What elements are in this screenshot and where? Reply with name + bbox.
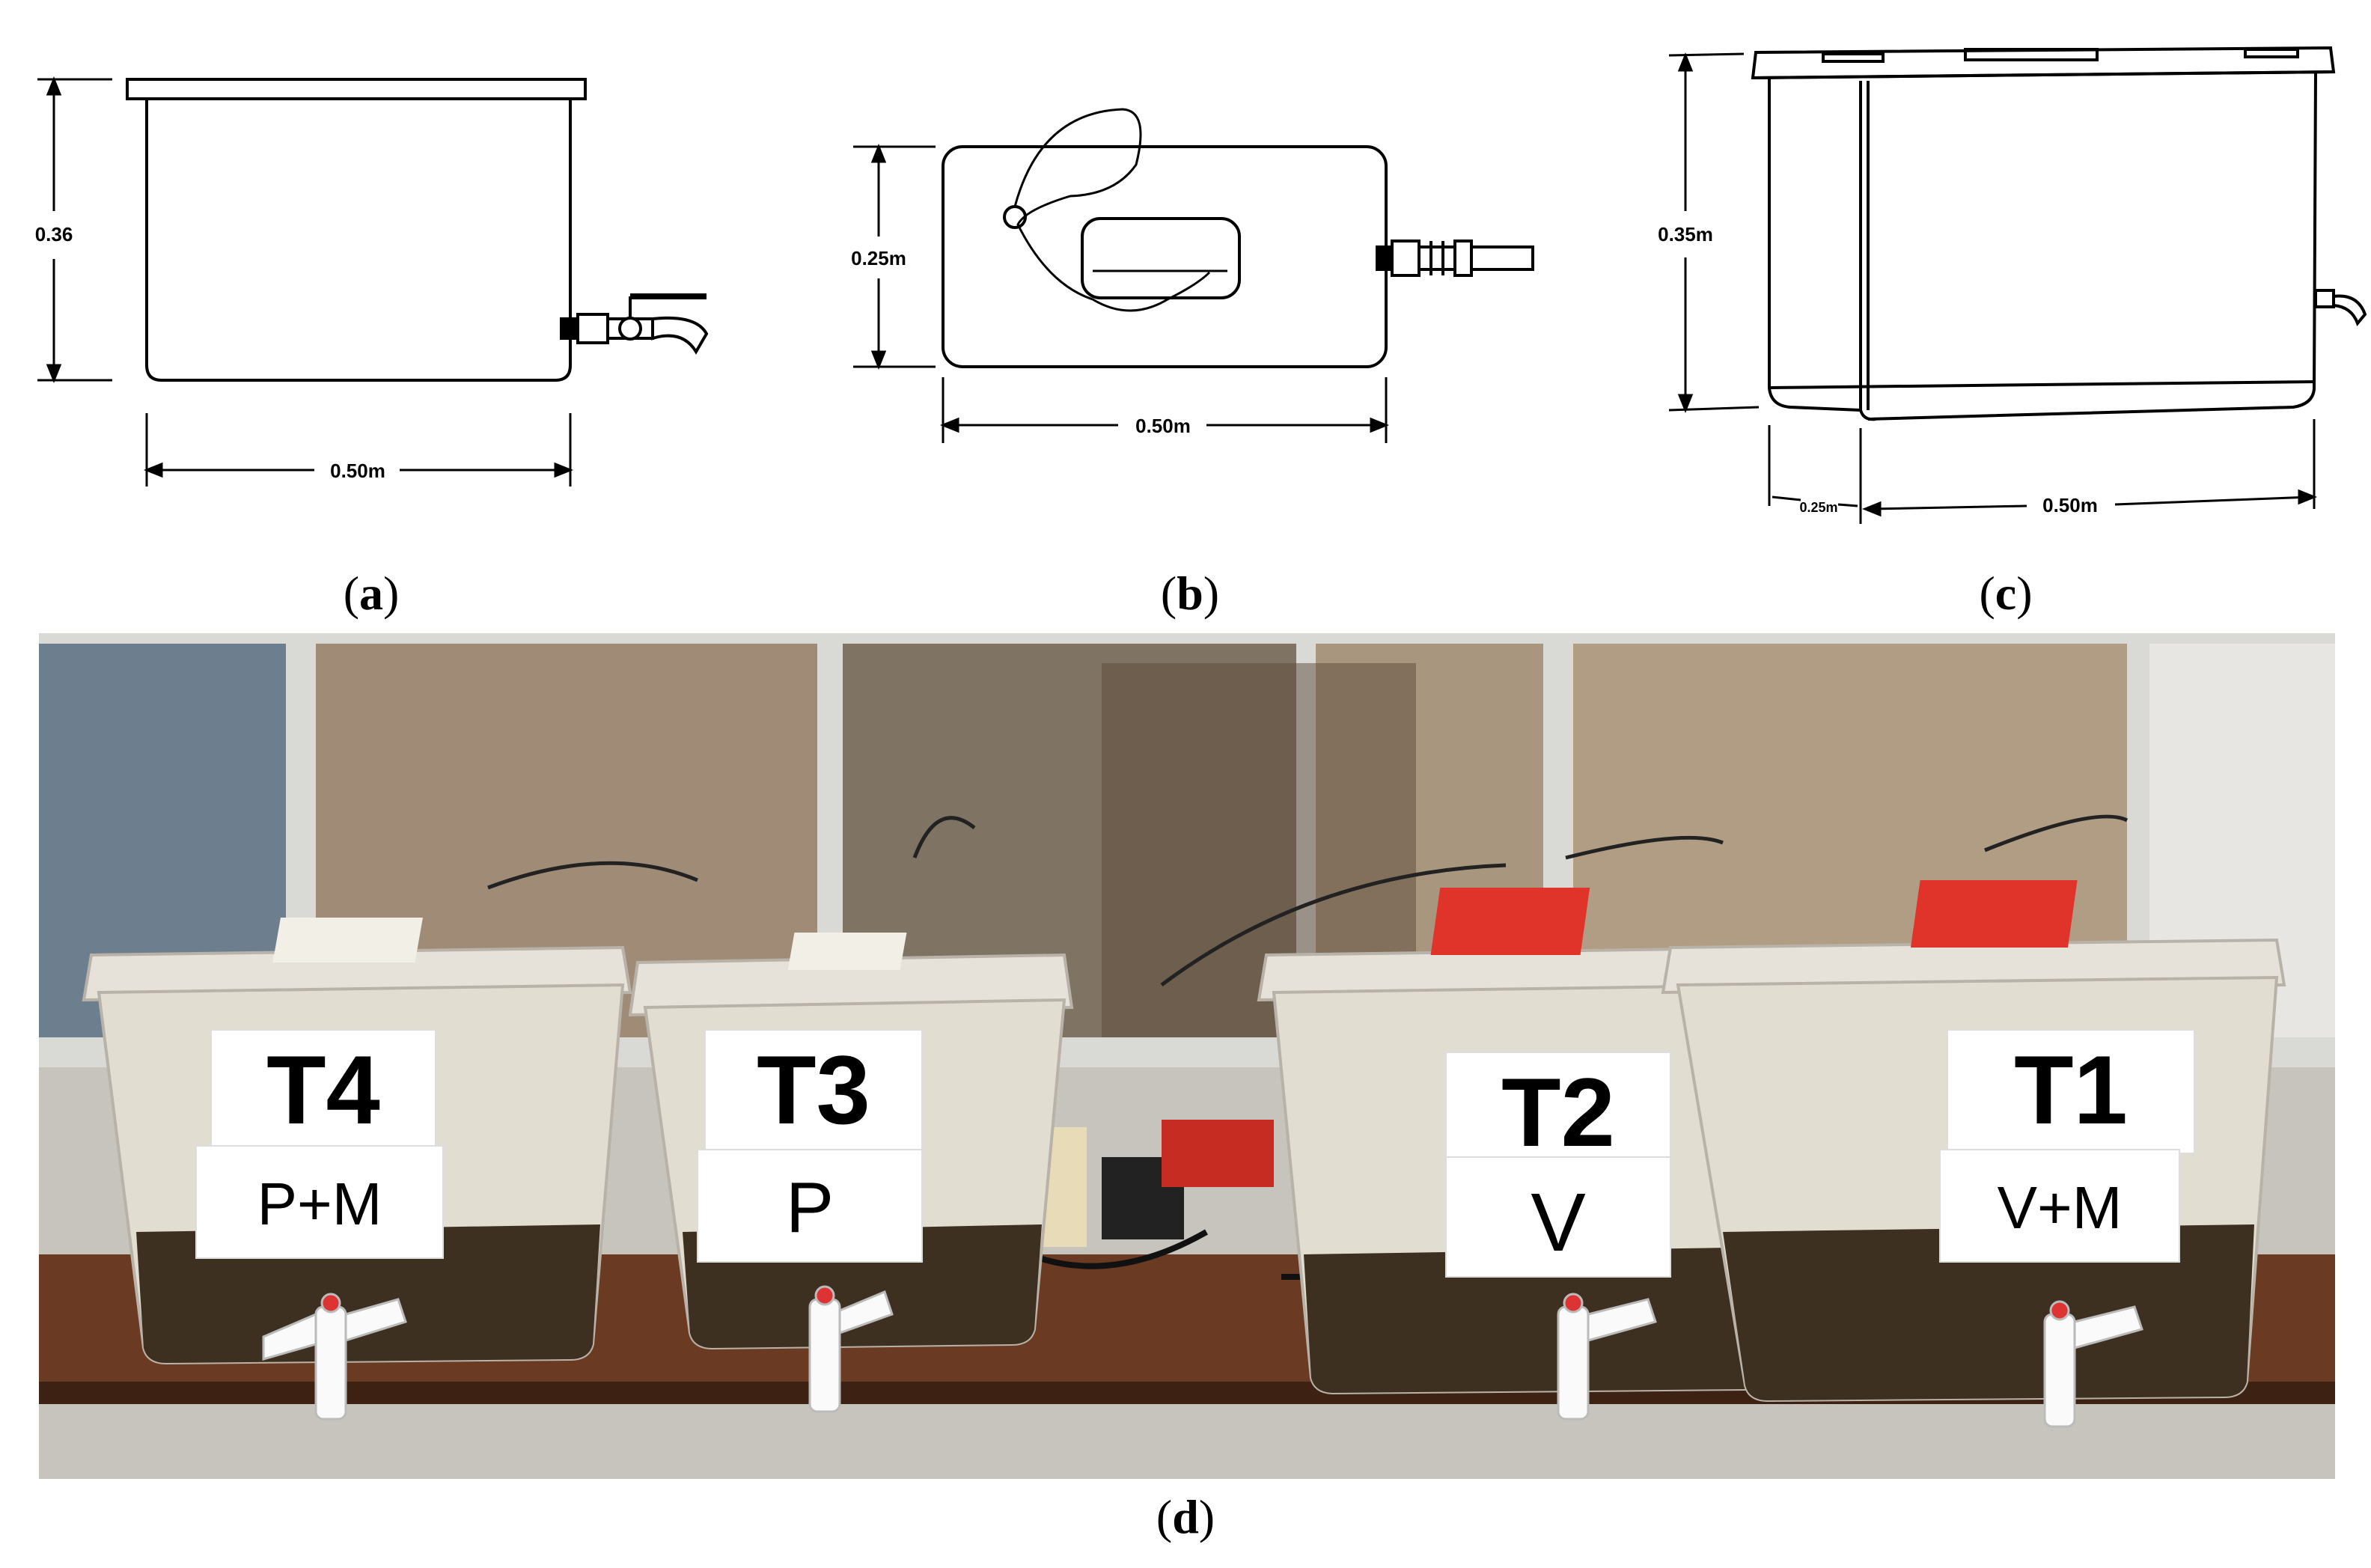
- width-label: 0.50m: [330, 460, 385, 482]
- tap-icon: [560, 293, 709, 355]
- bin-body: [145, 99, 572, 382]
- cable-hole: [1003, 205, 1027, 229]
- label-card-t1: T1 V+M: [1939, 1029, 2195, 1263]
- width-dimension: [1861, 419, 2318, 517]
- depth-label: 0.25m: [851, 247, 906, 269]
- bin-3d: [1751, 46, 2336, 421]
- label-card-t2: T2 V: [1445, 1052, 1671, 1278]
- photo-illustration: T4 P+M T3 P T2 V T1 V+M: [39, 633, 2335, 1479]
- tap-icon: [808, 1285, 894, 1413]
- tap-icon: [1557, 1293, 1657, 1421]
- panel-a-side-view: 0.36 0.50m (a): [0, 0, 793, 629]
- bin-id-label: T2: [1501, 1058, 1615, 1167]
- bin-lid: [126, 78, 587, 100]
- electrode-wires: [487, 814, 2129, 987]
- lid-pad-white: [787, 933, 907, 970]
- depth-label: 0.25m: [1799, 500, 1837, 515]
- isometric-drawing: 0.35m 0.25m 0.50m: [1658, 46, 2367, 524]
- label-card-t3: T3 P: [697, 1029, 923, 1263]
- caption-c: (c): [1979, 567, 2033, 620]
- bin-id-label: T1: [2014, 1035, 2128, 1144]
- tap-icon: [2314, 289, 2367, 326]
- lid-pad-red: [1910, 880, 2078, 948]
- top-view-drawing: 0.25m 0.50m: [851, 108, 1534, 443]
- electrode-cable: [1013, 108, 1211, 312]
- treatment-label: P+M: [257, 1171, 382, 1237]
- tap-icon: [1376, 240, 1534, 277]
- width-label: 0.50m: [2042, 494, 2098, 516]
- treatment-label: V: [1531, 1177, 1585, 1269]
- depth-dimension: [1768, 425, 1862, 524]
- lid-pad-red: [1430, 888, 1590, 955]
- handle-opening: [1081, 217, 1241, 299]
- label-card-t4: T4 P+M: [195, 1029, 444, 1259]
- treatment-label: P: [786, 1168, 834, 1248]
- tap-icon: [2043, 1300, 2143, 1428]
- caption-a: (a): [343, 567, 400, 620]
- bin-id-label: T3: [757, 1035, 870, 1144]
- width-label: 0.50m: [1135, 415, 1191, 437]
- height-dimension: [37, 76, 112, 384]
- side-view-drawing: 0.36 0.50m: [35, 76, 709, 486]
- panel-d-photo: T4 P+M T3 P T2 V T1 V+M: [39, 633, 2335, 1479]
- compost-layer: [1723, 1224, 2254, 1400]
- bin-id-label: T4: [266, 1035, 380, 1144]
- bin-lid: [628, 953, 1074, 1017]
- tap-icon: [262, 1293, 407, 1421]
- width-dimension: [143, 413, 574, 486]
- compost-layer: [1304, 1247, 1775, 1393]
- depth-dimension: [853, 143, 936, 370]
- height-dimension: [1668, 52, 1760, 414]
- bin-outline: [942, 145, 1388, 368]
- lid-pad-white: [272, 918, 423, 963]
- panel-c-isometric-view: 0.35m 0.25m 0.50m (c): [1617, 0, 2371, 629]
- width-dimension: [939, 377, 1390, 443]
- height-label: 0.36: [35, 223, 73, 245]
- treatment-label: V+M: [1998, 1174, 2123, 1241]
- caption-d: (d): [1156, 1490, 1215, 1543]
- height-label: 0.35m: [1658, 223, 1713, 245]
- compost-layer: [136, 1224, 600, 1363]
- caption-b: (b): [1160, 567, 1220, 620]
- panel-b-top-view: 0.25m 0.50m (b): [793, 0, 1617, 629]
